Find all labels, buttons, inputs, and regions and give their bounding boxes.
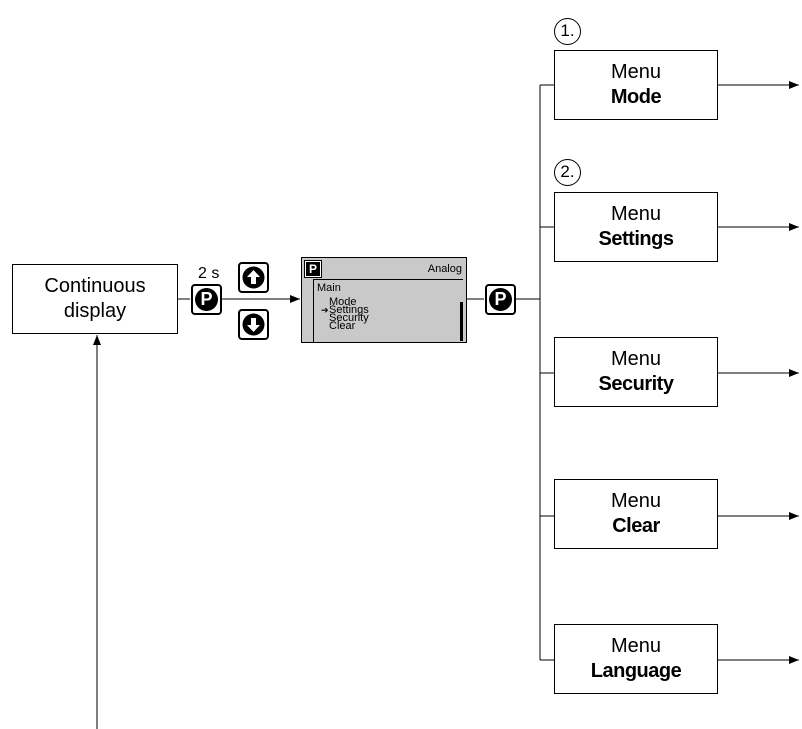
p-key-icon: P <box>489 288 512 311</box>
lcd-selection-arrow-icon: ➔ <box>321 305 329 315</box>
lcd-item-clear: Clear <box>329 320 356 332</box>
p-key-button[interactable]: P <box>191 284 222 315</box>
menu-mode-label: Menu <box>610 61 662 83</box>
menu-clear-label: Menu <box>610 490 662 512</box>
lcd-title-right: Analog <box>427 263 462 275</box>
step-badge-1: 1. <box>554 18 581 45</box>
p-key-icon: P <box>195 288 218 311</box>
lcd-heading: Main <box>317 282 341 294</box>
menu-settings-title: Settings <box>598 228 674 250</box>
lcd-item-security: Security <box>329 312 369 324</box>
lcd-scrollbar <box>460 302 463 341</box>
menu-mode-box[interactable]: Menu Mode <box>554 50 718 120</box>
lcd-left-divider <box>313 279 314 342</box>
menu-clear-box[interactable]: Menu Clear <box>554 479 718 549</box>
menu-security-title: Security <box>598 373 674 395</box>
menu-settings-label: Menu <box>610 203 662 225</box>
lcd-header-divider <box>313 279 463 280</box>
lcd-menu-list: Mode Settings Security Clear <box>329 296 369 332</box>
menu-security-box[interactable]: Menu Security <box>554 337 718 407</box>
down-key-button[interactable] <box>238 309 269 340</box>
menu-language-label: Menu <box>610 635 662 657</box>
up-key-button[interactable] <box>238 262 269 293</box>
continuous-display-line1: Continuous <box>44 275 146 297</box>
lcd-item-mode: Mode <box>329 296 357 308</box>
menu-security-label: Menu <box>610 348 662 370</box>
continuous-display-line2: display <box>63 300 127 322</box>
step-badge-2: 2. <box>554 159 581 186</box>
lcd-p-glyph: P <box>306 262 320 276</box>
menu-language-title: Language <box>590 660 682 682</box>
lcd-display: P Analog Main ➔ Mode Settings Security C… <box>301 257 467 343</box>
down-arrow-key-icon <box>242 313 265 336</box>
hold-time-label: 2 s <box>198 265 220 282</box>
lcd-p-icon: P <box>304 260 322 278</box>
up-arrow-key-icon <box>242 266 265 289</box>
p-key-select-button[interactable]: P <box>485 284 516 315</box>
continuous-display-box: Continuous display <box>12 264 178 334</box>
lcd-item-settings: Settings <box>329 304 369 316</box>
menu-mode-title: Mode <box>610 86 662 108</box>
menu-clear-title: Clear <box>612 515 660 537</box>
menu-settings-box[interactable]: Menu Settings <box>554 192 718 262</box>
menu-language-box[interactable]: Menu Language <box>554 624 718 694</box>
